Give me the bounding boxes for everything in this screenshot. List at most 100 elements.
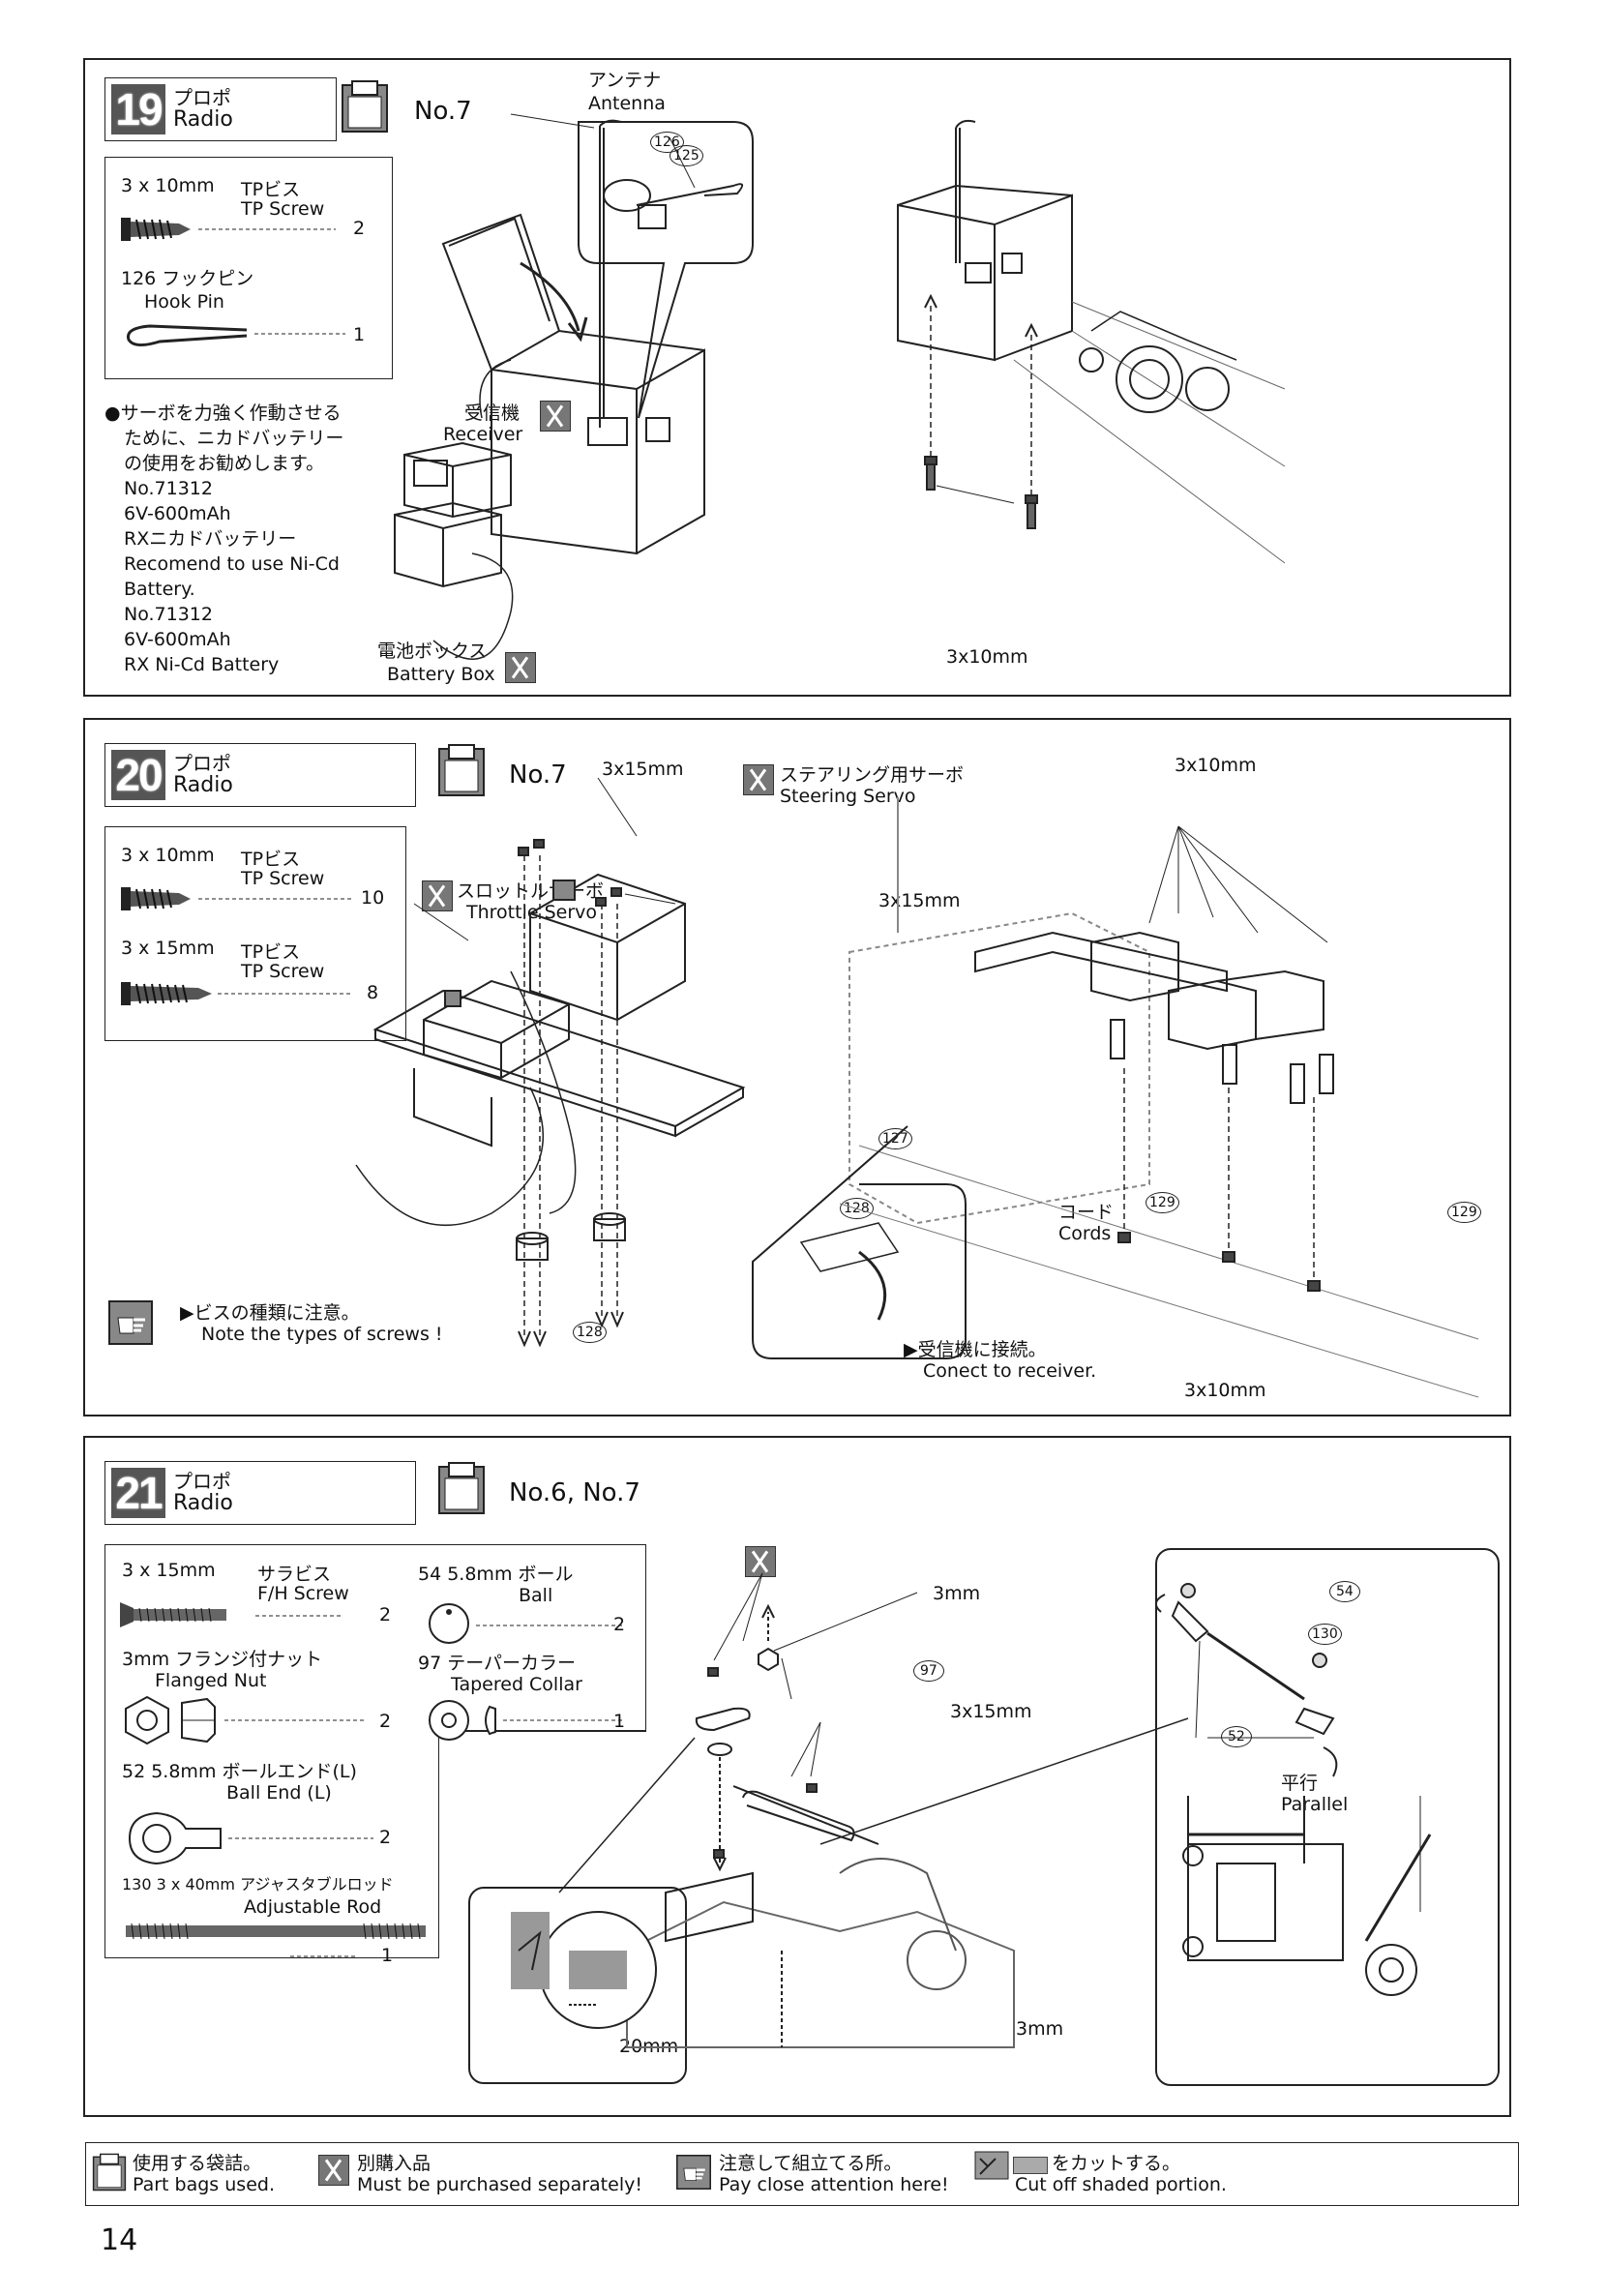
- parts-list: 3 x 10mm TPビス TP Screw 2 126 フックピン Hook …: [104, 157, 393, 379]
- separate-purchase-icon: [422, 880, 453, 911]
- parts-list-divider: [439, 1730, 646, 1732]
- ball-link-inset: [1155, 1548, 1500, 2086]
- screw-en: TP Screw: [241, 961, 325, 982]
- screw-en: TP Screw: [241, 868, 325, 889]
- part-129-label: 129: [1146, 1192, 1179, 1213]
- screw-size: 3 x 10mm: [121, 175, 215, 196]
- legend-bag-en: Part bags used.: [133, 2174, 275, 2195]
- separate-purchase-icon: [318, 2155, 349, 2186]
- step-title-jp: プロポ: [173, 86, 231, 109]
- part-bag-icon: [342, 80, 388, 133]
- step-title-jp: プロポ: [173, 1470, 231, 1493]
- connect-receiver-jp: ▶受信機に接続。: [904, 1339, 1047, 1360]
- note-line: No.71312: [124, 478, 213, 499]
- separate-purchase-icon: [540, 401, 571, 432]
- screw-size: 3 x 10mm: [121, 845, 215, 866]
- step-number: 20: [111, 750, 165, 800]
- hook-pin-icon: [126, 324, 345, 346]
- bag-number: No.7: [509, 760, 567, 790]
- legend-cut-en: Cut off shaded portion.: [1015, 2174, 1227, 2195]
- tapered-collar-icon: [429, 1700, 623, 1741]
- flanged-nut-qty: 2: [379, 1711, 392, 1732]
- caution-icon: [108, 1300, 153, 1345]
- hook-pin-qty: 1: [353, 324, 366, 345]
- receiver-box-drawing: [394, 113, 1286, 660]
- flanged-nut-jp: 3mm フランジ付ナット: [122, 1649, 323, 1670]
- fh-screw-icon: [120, 1602, 342, 1627]
- screw-qty: 10: [361, 887, 385, 909]
- part-bag-icon: [438, 744, 485, 796]
- caution-en: Note the types of screws !: [201, 1324, 443, 1345]
- note-line: Recomend to use Ni-Cd Battery.: [124, 553, 340, 600]
- legend-bag-jp: 使用する袋詰。: [133, 2153, 262, 2174]
- part-129-label: 129: [1447, 1202, 1481, 1223]
- tp-screw-icon: [121, 218, 336, 241]
- shaded-swatch-icon: [1013, 2157, 1048, 2174]
- screw-10-bottom-label: 3x10mm: [1184, 1380, 1266, 1401]
- legend-caution-en: Pay close attention here!: [719, 2174, 949, 2195]
- step-21-header: 21 プロポ Radio: [104, 1461, 416, 1525]
- hook-pin-en: Hook Pin: [144, 291, 224, 313]
- step-title-en: Radio: [173, 1491, 233, 1515]
- part-52-label: 52: [1221, 1726, 1252, 1747]
- step-title-en: Radio: [173, 107, 233, 132]
- legend-separate-jp: 別購入品: [357, 2153, 432, 2174]
- fh-screw-en: F/H Screw: [257, 1583, 349, 1604]
- receiver-en: Receiver: [443, 424, 523, 445]
- screw-15-top-label: 3x15mm: [602, 759, 684, 780]
- tp-screw-icon: [121, 982, 353, 1005]
- bag-number: No.6, No.7: [509, 1478, 640, 1507]
- part-128-label: 128: [573, 1322, 607, 1343]
- cut-servo-horn-inset: [468, 1887, 687, 2084]
- screw-15-right-label: 3x15mm: [878, 890, 961, 911]
- ball-end-icon: [128, 1811, 373, 1865]
- legend-separate-en: Must be purchased separately!: [357, 2174, 642, 2195]
- note-line: の使用をお勧めします。: [124, 453, 325, 474]
- separate-purchase-icon: [505, 652, 536, 683]
- battery-box-en: Battery Box: [387, 664, 495, 685]
- tapered-collar-en: Tapered Collar: [451, 1674, 582, 1695]
- flanged-nut-icon: [125, 1695, 366, 1745]
- part-bag-icon: [92, 2153, 127, 2192]
- ball-jp: 54 5.8mm ボール: [418, 1564, 574, 1585]
- fh-screw-size: 3 x 15mm: [122, 1560, 216, 1581]
- screw-10-top-label: 3x10mm: [1175, 755, 1257, 776]
- tp-screw-icon: [121, 887, 353, 910]
- step-title-jp: プロポ: [173, 752, 231, 775]
- antenna-jp: アンテナ: [588, 70, 662, 91]
- separate-purchase-icon: [743, 764, 774, 795]
- legend-caution-jp: 注意して組立てる所。: [719, 2153, 903, 2174]
- ball-icon: [429, 1603, 623, 1644]
- note-line: RX Ni-Cd Battery: [124, 654, 280, 675]
- adjustable-rod-qty: 1: [381, 1945, 394, 1966]
- step-20-panel: 20 プロポ Radio No.7 3 x 10mm TPビス TP Screw…: [83, 718, 1511, 1416]
- adjustable-rod-icon: [126, 1923, 426, 1957]
- ball-end-jp: 52 5.8mm ボールエンド(L): [122, 1761, 357, 1782]
- bag-number: No.7: [414, 97, 472, 126]
- note-line: ために、ニカドバッテリー: [124, 428, 344, 449]
- step-number: 21: [111, 1468, 165, 1518]
- note-line: ●サーボを力強く作動させる: [104, 403, 342, 424]
- step-19-header: 19 プロポ Radio: [104, 77, 337, 141]
- cords-jp: コード: [1058, 1202, 1115, 1223]
- flanged-nut-en: Flanged Nut: [155, 1670, 267, 1691]
- screw-15-label: 3x15mm: [950, 1701, 1032, 1722]
- screw-jp: TPビス: [241, 941, 301, 963]
- legend-cut-jp: をカットする。: [1052, 2153, 1181, 2174]
- step-title-en: Radio: [173, 773, 233, 797]
- fh-screw-qty: 2: [379, 1604, 392, 1625]
- note-line: RXニカドバッテリー: [124, 528, 297, 550]
- part-125-label: 125: [670, 145, 703, 166]
- symbol-legend: 使用する袋詰。 Part bags used. 別購入品 Must be pur…: [85, 2142, 1519, 2206]
- note-line: 6V-600mAh: [124, 629, 231, 650]
- servo-linkage-drawing: [511, 1572, 1432, 2048]
- ball-en: Ball: [519, 1585, 553, 1606]
- parallel-jp: 平行: [1281, 1773, 1319, 1794]
- ball-qty: 2: [613, 1614, 626, 1635]
- screw-qty: 2: [353, 218, 366, 239]
- cords-en: Cords: [1058, 1223, 1112, 1244]
- caution-icon: [676, 2155, 711, 2190]
- screw-length-label: 3x10mm: [946, 646, 1028, 668]
- tapered-collar-qty: 1: [613, 1711, 626, 1732]
- part-130-label: 130: [1308, 1624, 1342, 1645]
